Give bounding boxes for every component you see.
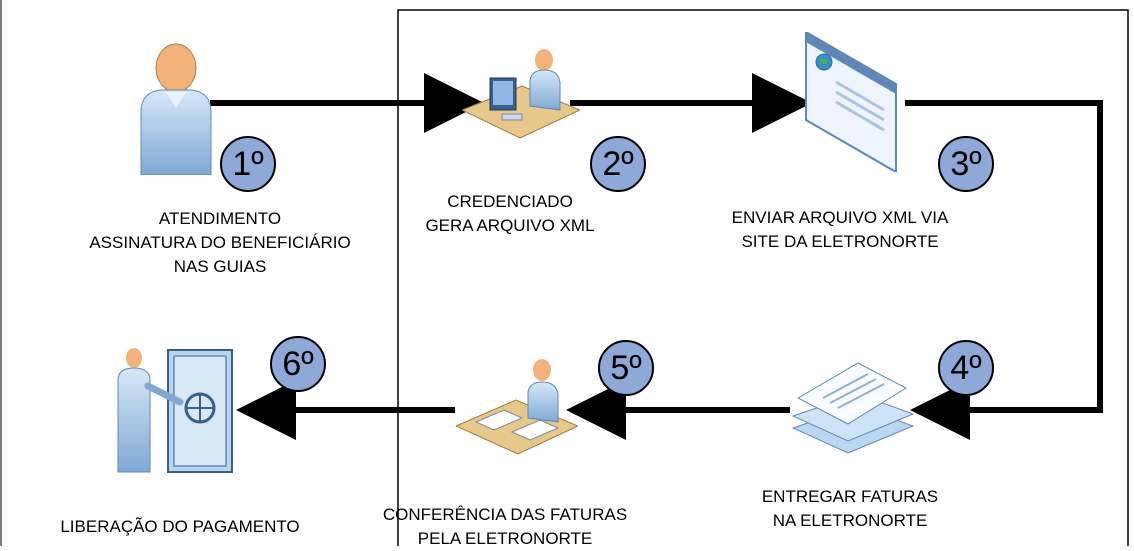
documents-stack-icon (791, 362, 915, 454)
step-4-badge: 4º (938, 340, 994, 396)
desk-paperwork-icon (456, 359, 578, 455)
step-1-badge: 1º (220, 136, 276, 192)
step-3-badge: 3º (938, 136, 994, 192)
safe-vault-icon (117, 348, 233, 473)
step-6-label: LIBERAÇÃO DO PAGAMENTO (60, 517, 300, 536)
step-3-label: ENVIAR ARQUIVO XML VIA SITE DA ELETRONOR… (731, 208, 949, 251)
step-4-label: ENTREGAR FATURAS NA ELETRONORTE (761, 487, 939, 530)
step-2-label: CREDENCIADO GERA ARQUIVO XML (425, 192, 595, 235)
step-1-label: ATENDIMENTO ASSINATURA DO BENEFICIÁRIO N… (89, 209, 351, 276)
step-5-label: CONFERÊNCIA DAS FATURAS PELA ELETRONORTE (382, 505, 628, 548)
arrow-3-to-4 (905, 100, 1103, 440)
user-icon (140, 43, 212, 175)
step-6-badge: 6º (270, 336, 326, 392)
step-2-badge: 2º (590, 136, 646, 192)
web-page-icon (805, 32, 897, 172)
computer-workstation-icon (462, 49, 580, 139)
step-5-badge: 5º (598, 340, 654, 396)
